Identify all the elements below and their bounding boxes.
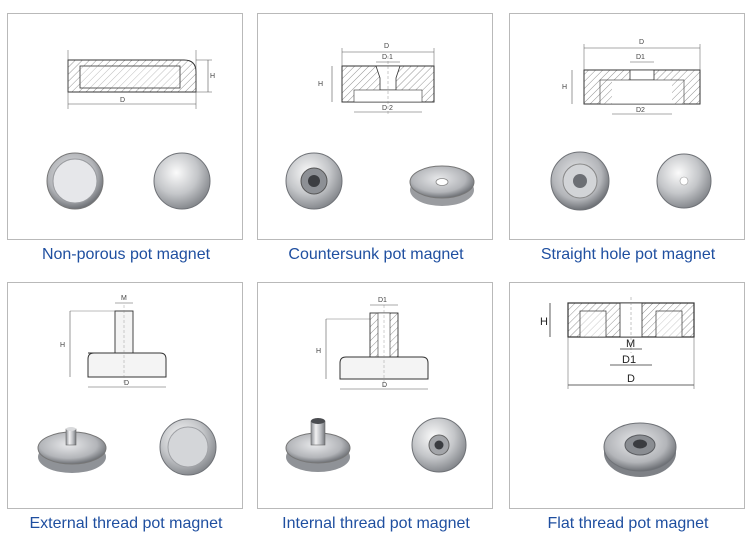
dim-label-h: H (540, 316, 548, 328)
product-caption[interactable]: Internal thread pot magnet (282, 515, 470, 532)
dim-label-d: D (627, 373, 635, 385)
magnet-photo-top (285, 418, 351, 472)
magnet-photo-top (285, 152, 343, 210)
dim-label-d: D (124, 380, 129, 387)
product-caption[interactable]: External thread pot magnet (29, 515, 223, 532)
dim-label-d: D (382, 382, 387, 389)
dim-label-h: H (562, 84, 567, 91)
dim-label-h: H (60, 342, 65, 349)
dim-label-d2: D2 (636, 107, 645, 114)
dim-label-m: M (626, 338, 635, 350)
non-porous-drawing: D H (46, 50, 215, 210)
product-caption[interactable]: Flat thread pot magnet (547, 515, 709, 532)
dim-label-d1: D1 (622, 354, 636, 366)
internal-thread-drawing: D1 D H (285, 297, 467, 473)
magnet-photo-top (46, 152, 104, 210)
product-panel: D1 D H (257, 282, 493, 509)
product-panel: D D1 D2 H (509, 13, 745, 240)
section-diagram (331, 48, 435, 116)
dim-label-d: D (384, 43, 389, 50)
magnet-photo-bottom (409, 165, 475, 206)
dim-label-d: D (639, 39, 644, 46)
product-caption[interactable]: Non-porous pot magnet (41, 246, 211, 263)
straight-hole-drawing: D D1 D2 H (550, 39, 712, 211)
magnet-photo-bottom (153, 152, 211, 210)
dim-label-d2: D 2 (382, 105, 393, 112)
product-panel: M D H (7, 282, 243, 509)
section-diagram (67, 50, 212, 109)
countersunk-drawing: D D 1 D 2 H (285, 43, 475, 210)
product-panel: H M D1 D (509, 282, 745, 509)
magnet-photo-bottom (411, 417, 467, 473)
product-caption[interactable]: Straight hole pot magnet (540, 246, 716, 263)
section-diagram (69, 302, 167, 388)
dim-label-d1: D1 (636, 54, 645, 61)
product-panel: D D 1 D 2 H (257, 13, 493, 240)
section-diagram (571, 44, 701, 115)
product-panel: D H (7, 13, 243, 240)
dim-label-m: M (121, 295, 127, 302)
dim-label-d1: D1 (378, 297, 387, 304)
magnet-photo (603, 422, 677, 477)
dim-label-d1: D 1 (382, 54, 393, 61)
dim-label-h: H (210, 73, 215, 80)
dim-label-h: H (318, 81, 323, 88)
magnet-photo-top (550, 151, 610, 211)
section-diagram (549, 297, 695, 389)
product-caption[interactable]: Countersunk pot magnet (288, 246, 464, 263)
magnet-photo-top (37, 427, 107, 473)
flat-thread-drawing: H M D1 D (540, 297, 695, 477)
dim-label-h: H (316, 348, 321, 355)
magnet-photo-bottom (656, 153, 712, 209)
external-thread-drawing: M D H (37, 295, 217, 476)
section-diagram (325, 304, 429, 390)
dim-label-d: D (120, 97, 125, 104)
magnet-photo-bottom (159, 418, 217, 476)
